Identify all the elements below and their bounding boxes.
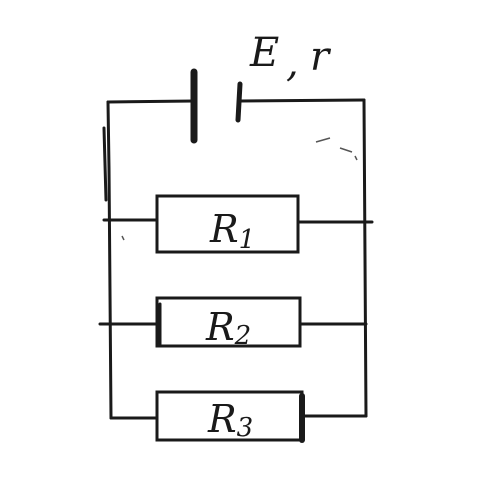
battery-icon [190,68,243,144]
resistor-r1-label: R1 [209,207,255,255]
source-label: E , r [249,30,332,86]
left-rail-stroke [102,126,108,202]
battery-short-plate [235,81,243,123]
resistor-r2-index: 2 [234,321,252,351]
pencil-speck [315,137,358,161]
resistor-r2 [155,296,302,348]
left-rail [106,100,113,420]
resistor-r2-label: R2 [205,305,251,351]
top-wire-right [238,98,366,103]
resistor-r3-index: 3 [237,413,254,443]
top-wire-left [106,99,196,104]
resistor-r1-index: 1 [239,225,256,255]
internal-resistance-label: r [310,34,332,80]
pencil-speck-small [121,235,125,241]
resistor-r3-label: R3 [207,397,253,443]
emf-label: E [249,30,279,76]
right-rail [362,98,368,418]
label-separator: , [286,40,299,86]
